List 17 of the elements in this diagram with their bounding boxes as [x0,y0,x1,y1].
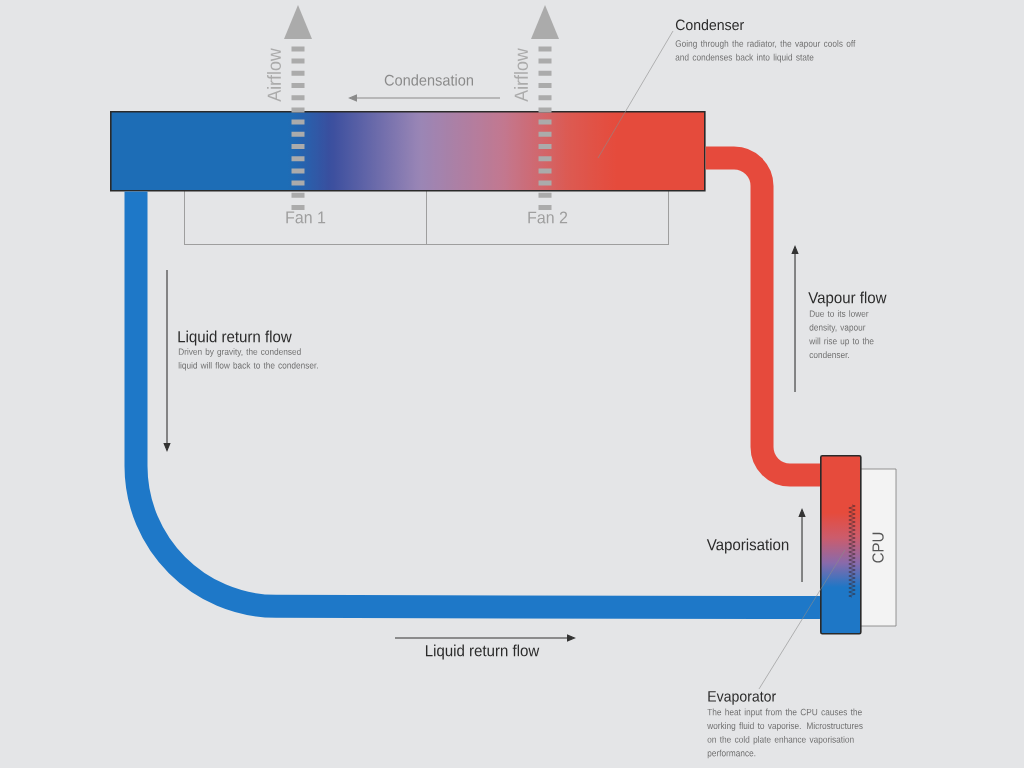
leader-line [597,30,674,159]
evaporator-block [820,455,862,635]
heading: Liquid return flow [178,330,292,346]
heading: Vaporisation [706,538,789,554]
description-text: Driven by gravity, the condensed liquid will flow back to the condenser. [178,348,318,371]
callout-text: Going through the radiator, the vapour cools off and condenses back into liquid state [675,40,856,63]
arrow-label: Condensation [384,74,473,86]
radiator-bar [110,111,706,192]
description-text: Due to its lower density, vapour will rise up to the condenser. [809,310,874,359]
callout-heading: Evaporator [708,691,776,705]
pipe [124,191,821,620]
leader-line [758,549,846,690]
callout-text: The heat input from the CPU causes the working fluid to vaporise. Microstructures on the cold plate enhance vaporisation performance. [707,708,863,759]
cpu-box: CPU [859,468,897,627]
callout-heading: Condenser [675,19,744,31]
heading: Liquid return flow [426,644,540,660]
heading: Vapour flow [808,291,887,307]
